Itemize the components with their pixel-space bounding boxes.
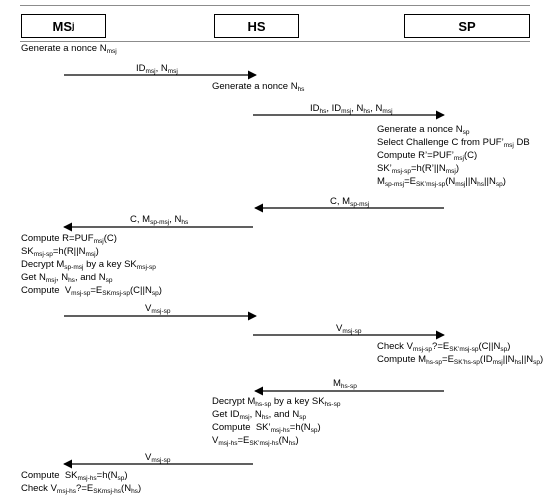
step-ms-compute-r: Compute R=PUFmsj(C): [21, 233, 117, 245]
step-hs-generate-nonce: Generate a nonce Nhs: [212, 81, 305, 93]
step-sp-encrypt: Msp-msj=ESK’msj-sp(Nmsj||Nhs||Nsp): [377, 176, 506, 188]
entity-msj-label: MS: [52, 18, 72, 34]
step-hs-decrypt: Decrypt Mhs-sp by a key SKhs-sp: [212, 396, 341, 408]
msg-v-hs-to-ms: Vmsj-sp: [145, 452, 171, 464]
msg-challenge-hs-to-ms: C, Msp-msj, Nhs: [130, 214, 189, 226]
step-ms-generate-nonce: Generate a nonce Nmsj: [21, 43, 117, 55]
entity-hs-label: HS: [247, 18, 266, 34]
step-ms-compute-key: Compute SKmsj-hs=h(Nsp): [21, 470, 128, 482]
step-ms-session-key: SKmsj-sp=h(R||Nmsj): [21, 246, 99, 258]
step-ms-compute-v: Compute Vmsj-sp=ESKmsj-sp(C||Nsp): [21, 285, 162, 297]
top-rule: [20, 5, 530, 6]
entity-sp-label: SP: [458, 18, 476, 34]
step-sp-compute-m: Compute Mhs-sp=ESK’hs-sp(IDmsj||Nhs||Nsp…: [377, 354, 544, 366]
msg-id-nonce: IDmsj, Nmsj: [136, 63, 178, 75]
header-rule: [20, 41, 530, 42]
step-sp-select-challenge: Select Challenge C from PUF’msj DB: [377, 137, 530, 149]
step-hs-compute-key: Compute SK’msj-hs=h(Nsp): [212, 422, 321, 434]
step-hs-compute-v: Vmsj-hs=ESK’msj-hs(Nhs): [212, 435, 299, 447]
step-ms-get-nonces: Get Nmsj, Nhs, and Nsp: [21, 272, 113, 284]
msg-v-ms-to-hs: Vmsj-sp: [145, 303, 171, 315]
step-sp-check-v: Check Vmsj-sp?=ESK’msj-sp(C||Nsp): [377, 341, 511, 353]
msg-m-sp-to-hs: Mhs-sp: [333, 378, 357, 390]
msg-v-hs-to-sp: Vmsj-sp: [336, 323, 362, 335]
entity-sp: SP: [404, 14, 530, 38]
step-ms-check-v: Check Vmsj-hs?=ESKmsj-hs(Nhs): [21, 483, 142, 495]
step-sp-generate-nonce: Generate a nonce Nsp: [377, 124, 470, 136]
msg-challenge-sp-to-hs: C, Msp-msj: [330, 196, 370, 208]
step-ms-decrypt: Decrypt Msp-msj by a key SKmsj-sp: [21, 259, 156, 271]
entity-msj-subscript: j: [71, 21, 75, 31]
step-sp-compute-r: Compute R’=PUF’msj(C): [377, 150, 478, 162]
step-hs-get-values: Get IDmsj, Nhs, and Nsp: [212, 409, 307, 421]
step-sp-session-key: SK’msj-sp=h(R’||Nmsj): [377, 163, 459, 175]
entity-hs: HS: [214, 14, 299, 38]
msg-ids-nonces: IDhs, IDmsj, Nhs, Nmsj: [310, 103, 393, 115]
